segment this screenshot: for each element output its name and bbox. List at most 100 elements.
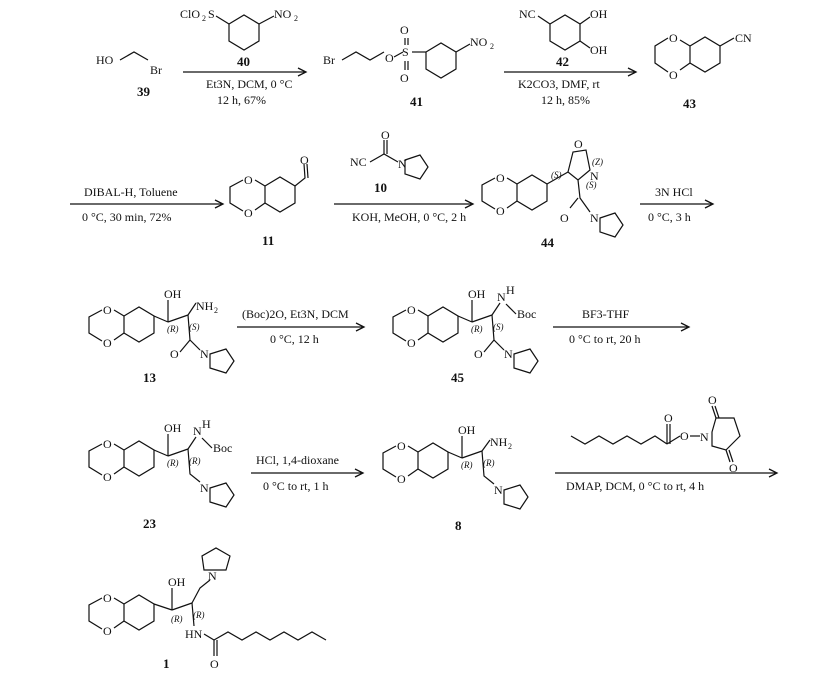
stereo-label: (R): [167, 458, 179, 468]
atom-label: O: [574, 137, 583, 151]
compound-label: 1: [163, 656, 170, 671]
atom-label: OH: [458, 423, 476, 437]
compound-42: NC OH OH 42: [519, 7, 608, 69]
compound-8: O O OH (R) NH 2 (R) N 8: [382, 423, 529, 533]
stereo-label: (R): [193, 610, 205, 620]
conditions-line: 0 °C to rt, 20 h: [569, 332, 640, 346]
benzene-ring: [516, 174, 548, 211]
atom-label: O: [729, 461, 738, 475]
atom-label: OH: [164, 421, 182, 435]
atom-label: O: [210, 657, 219, 671]
subscript: 2: [508, 442, 512, 451]
compound-label: 45: [451, 370, 465, 385]
compound-44: O O (S) O N (Z) (S) O N 44: [481, 137, 624, 250]
subscript: 2: [214, 306, 218, 315]
succinimide-ring: [711, 417, 741, 451]
atom-label: O: [103, 470, 112, 484]
atom-label: O: [669, 31, 678, 45]
atom-label: O: [381, 128, 390, 142]
atom-label: H: [202, 417, 211, 431]
conditions-line: 3N HCl: [655, 185, 693, 199]
atom-label: OH: [468, 287, 486, 301]
atom-label: S: [402, 45, 409, 59]
atom-label: NH: [196, 299, 214, 313]
atom-label: Boc: [517, 307, 536, 321]
atom-label: O: [103, 591, 112, 605]
atom-label: O: [669, 68, 678, 82]
atom-label: O: [496, 171, 505, 185]
benzene-ring: [123, 440, 155, 477]
compound-43: O O CN 43: [654, 31, 752, 111]
atom-label: OH: [168, 575, 186, 589]
atom-label: O: [397, 472, 406, 486]
atom-label: O: [400, 71, 409, 85]
stereo-label: (R): [461, 460, 473, 470]
conditions-line: 12 h, 85%: [541, 93, 590, 107]
atom-label: N: [208, 569, 217, 583]
arrow-head: [464, 199, 475, 209]
stereo-label: (R): [471, 324, 483, 334]
atom-label: O: [103, 437, 112, 451]
conditions-line: HCl, 1,4-dioxane: [256, 453, 339, 467]
compound-label: 11: [262, 233, 274, 248]
compound-41: Br O S O O NO 2 41: [323, 23, 494, 109]
atom-label: CN: [735, 31, 752, 45]
atom-label: N: [200, 481, 209, 495]
arrow-head: [704, 199, 715, 209]
stereo-label: (R): [483, 458, 495, 468]
atom-label: HN: [185, 627, 203, 641]
arrow-head: [768, 468, 779, 478]
atom-label: O: [560, 211, 569, 225]
atom-label: OH: [164, 287, 182, 301]
conditions-line: 0 °C to rt, 1 h: [263, 479, 328, 493]
atom-label: O: [170, 347, 179, 361]
reaction-arrow-7: [553, 322, 691, 332]
atom-label: O: [244, 206, 253, 220]
compound-11: O O O 11: [229, 153, 309, 248]
atom-label: N: [504, 347, 513, 361]
atom-label: NH: [490, 435, 508, 449]
atom-label: OH: [590, 43, 608, 57]
benzene-ring: [123, 594, 155, 631]
pyrrolidine-ring: [599, 212, 624, 238]
atom-label: N: [590, 211, 599, 225]
compound-10: NC O N 10: [350, 128, 429, 195]
pyrrolidine-ring: [404, 154, 429, 180]
compound-label: 8: [455, 518, 462, 533]
arrow-head: [214, 199, 225, 209]
stereo-label: (R): [167, 324, 179, 334]
arrow-head: [355, 322, 366, 332]
atom-label: O: [708, 393, 717, 407]
atom-label: S: [208, 7, 215, 21]
atom-label: NO: [470, 35, 488, 49]
atom-label: N: [193, 424, 202, 438]
reaction-arrow-3: [70, 199, 225, 209]
atom-label: N: [590, 169, 599, 183]
atom-label: O: [664, 411, 673, 425]
atom-label: O: [397, 439, 406, 453]
atom-label: ClO: [180, 7, 200, 21]
pyrrolidine-ring: [209, 348, 235, 374]
pyrrolidine-ring: [513, 348, 539, 374]
atom-label: N: [700, 430, 709, 444]
arrow-head: [627, 67, 638, 77]
atom-label: OH: [590, 7, 608, 21]
atom-label: O: [385, 51, 394, 65]
arrow-head: [354, 468, 365, 478]
conditions-line: Et3N, DCM, 0 °C: [206, 77, 292, 91]
atom-label: O: [407, 303, 416, 317]
nhs-octanoate-reagent: O O N O O: [570, 393, 741, 475]
reaction-arrow-9: [555, 468, 779, 478]
atom-label: NO: [274, 7, 292, 21]
atom-label: O: [496, 204, 505, 218]
compound-label: 43: [683, 96, 697, 111]
stereo-label: (S): [586, 180, 597, 190]
atom-label: N: [200, 347, 209, 361]
benzene-ring: [417, 442, 449, 479]
pyrrolidine-ring: [201, 547, 231, 571]
subscript: 2: [490, 42, 494, 51]
compound-label: 23: [143, 516, 157, 531]
atom-label: NC: [350, 155, 367, 169]
benzene-ring: [425, 42, 457, 79]
